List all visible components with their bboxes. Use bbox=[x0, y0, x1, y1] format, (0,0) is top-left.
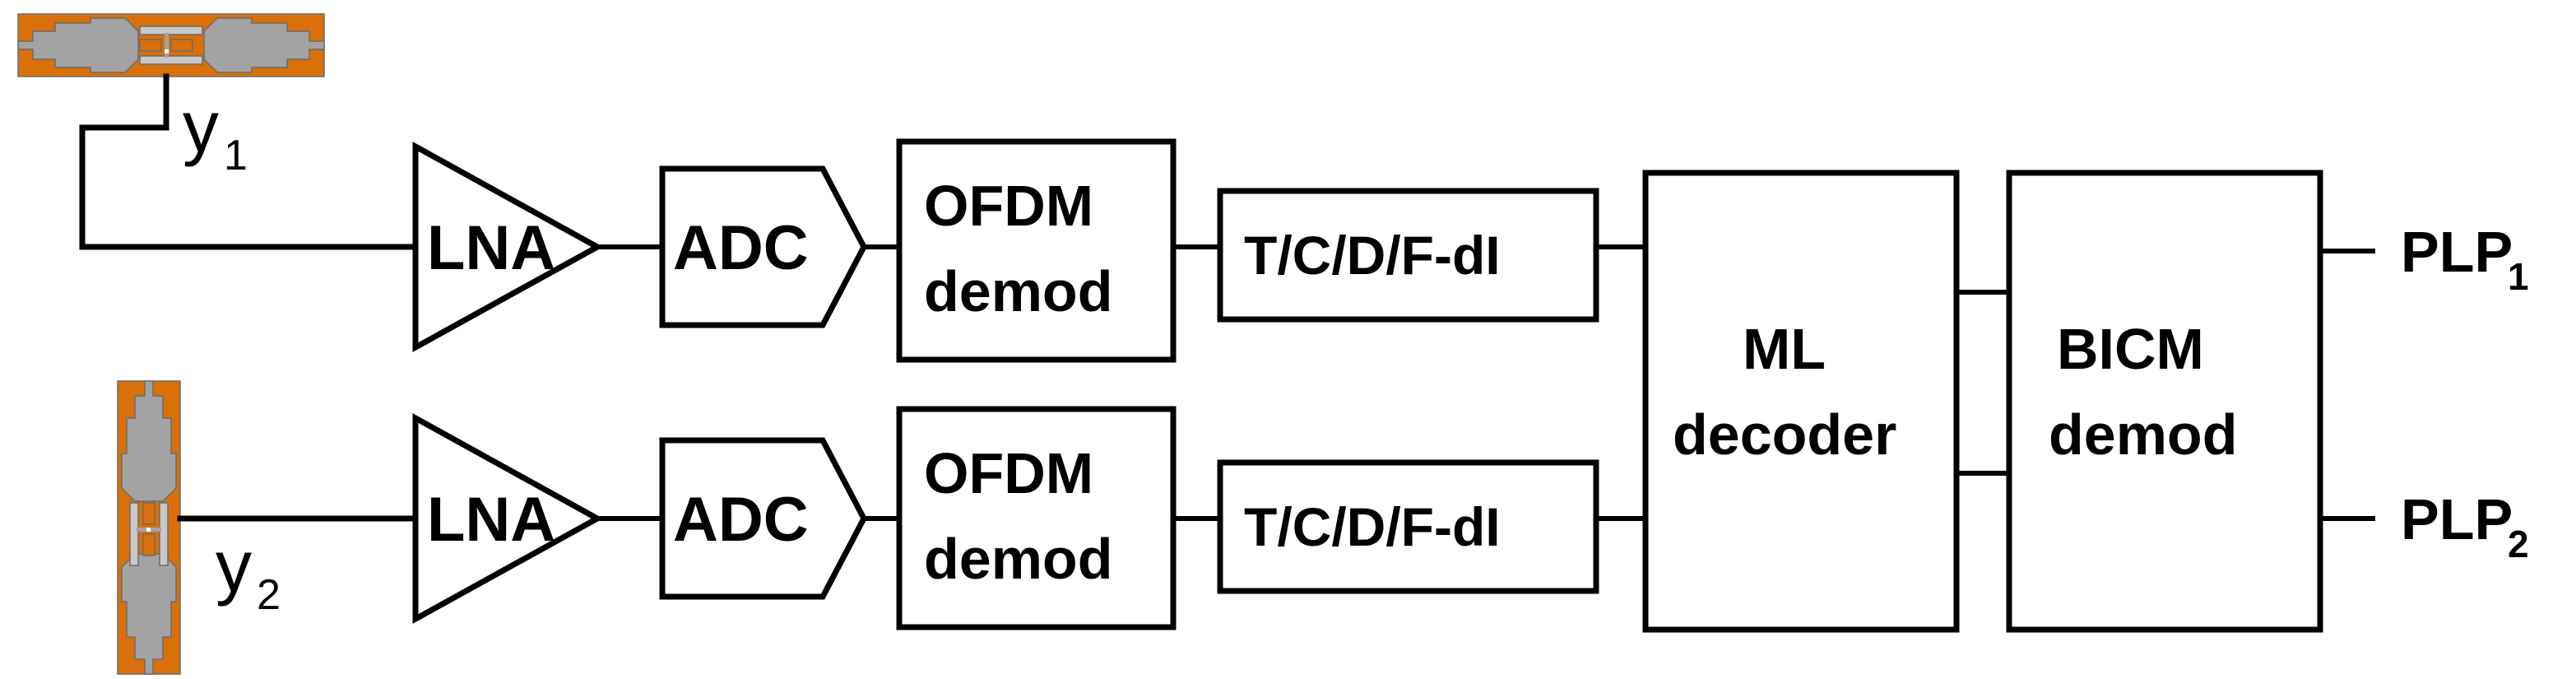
signal-label-y2: y 2 bbox=[216, 525, 281, 619]
plp-1-base: PLP bbox=[2401, 220, 2513, 284]
antenna-1-slot-top bbox=[139, 26, 203, 35]
adc-1-outline bbox=[659, 165, 867, 328]
ofdm-1-label-line1: OFDM bbox=[924, 174, 1093, 238]
antenna-2-slot-right bbox=[159, 502, 169, 566]
adc-2-outline bbox=[659, 437, 867, 600]
bicm-demod-outline bbox=[2006, 170, 2323, 633]
adc-2-label: ADC bbox=[673, 485, 809, 555]
deint-1-label: T/C/D/F-dI bbox=[1244, 225, 1501, 286]
lna-1-outline bbox=[412, 142, 604, 352]
antenna-2-gap-top bbox=[142, 502, 155, 525]
lna-2-outline bbox=[412, 413, 604, 624]
block-adc-1[interactable]: ADC bbox=[659, 165, 867, 328]
block-ml-decoder[interactable]: ML decoder bbox=[1642, 170, 1960, 633]
antenna-1-slot-bottom bbox=[139, 55, 203, 65]
bicm-demod-label-line2: demod bbox=[2049, 402, 2237, 467]
deint-2-label: T/C/D/F-dI bbox=[1244, 496, 1501, 557]
antenna-1-left-patch bbox=[17, 17, 139, 73]
antenna-1-gap-left bbox=[139, 39, 162, 52]
antenna-1-gap-right bbox=[170, 39, 193, 52]
plp-2-subscript: 2 bbox=[2508, 523, 2529, 565]
ofdm-2-label-line1: OFDM bbox=[924, 441, 1093, 505]
block-lna-1[interactable]: LNA bbox=[412, 142, 604, 352]
antenna-2-top-patch bbox=[121, 380, 177, 502]
antenna-1-feed-line bbox=[165, 33, 169, 58]
block-ofdm-demod-1[interactable]: OFDM demod bbox=[896, 138, 1177, 363]
plp-1-subscript: 1 bbox=[2508, 255, 2529, 298]
ml-decoder-label-line2: decoder bbox=[1673, 402, 1896, 467]
ofdm-1-outline bbox=[896, 138, 1177, 363]
block-lna-2[interactable]: LNA bbox=[412, 413, 604, 624]
antenna-1-feed-point bbox=[165, 49, 169, 53]
block-deinterleaver-2[interactable]: T/C/D/F-dI bbox=[1217, 459, 1599, 594]
y2-base: y bbox=[216, 525, 252, 607]
ofdm-2-label-line2: demod bbox=[924, 527, 1112, 591]
ml-decoder-label-line1: ML bbox=[1743, 317, 1826, 381]
antenna-1[interactable] bbox=[17, 13, 325, 77]
block-ofdm-demod-2[interactable]: OFDM demod bbox=[896, 406, 1177, 630]
antenna-2-feed-point bbox=[146, 528, 151, 532]
lna-1-label: LNA bbox=[427, 213, 555, 283]
y1-subscript: 1 bbox=[224, 132, 248, 179]
lna-2-label: LNA bbox=[427, 485, 555, 555]
signal-label-y1: y 1 bbox=[183, 86, 248, 179]
antenna-2-slot-left bbox=[129, 502, 139, 566]
adc-1-label: ADC bbox=[673, 213, 809, 283]
y2-subscript: 2 bbox=[257, 571, 281, 619]
deint-2-outline bbox=[1217, 459, 1599, 594]
y1-base: y bbox=[183, 86, 219, 167]
block-adc-2[interactable]: ADC bbox=[659, 437, 867, 600]
wire-antenna1-to-lna1 bbox=[79, 73, 419, 250]
ml-decoder-outline bbox=[1642, 170, 1960, 633]
output-plp-2: PLP 2 bbox=[2401, 487, 2529, 565]
antenna-1-right-patch bbox=[203, 17, 325, 73]
deint-1-outline bbox=[1217, 188, 1599, 323]
bicm-demod-label-line1: BICM bbox=[2057, 317, 2204, 381]
antenna-2-gap-bottom bbox=[142, 533, 155, 556]
block-deinterleaver-1[interactable]: T/C/D/F-dI bbox=[1217, 188, 1599, 323]
antenna-2[interactable] bbox=[117, 380, 181, 675]
plp-2-base: PLP bbox=[2401, 487, 2513, 551]
output-plp-1: PLP 1 bbox=[2401, 220, 2529, 298]
block-bicm-demod[interactable]: BICM demod bbox=[2006, 170, 2323, 633]
ofdm-1-label-line2: demod bbox=[924, 259, 1112, 323]
